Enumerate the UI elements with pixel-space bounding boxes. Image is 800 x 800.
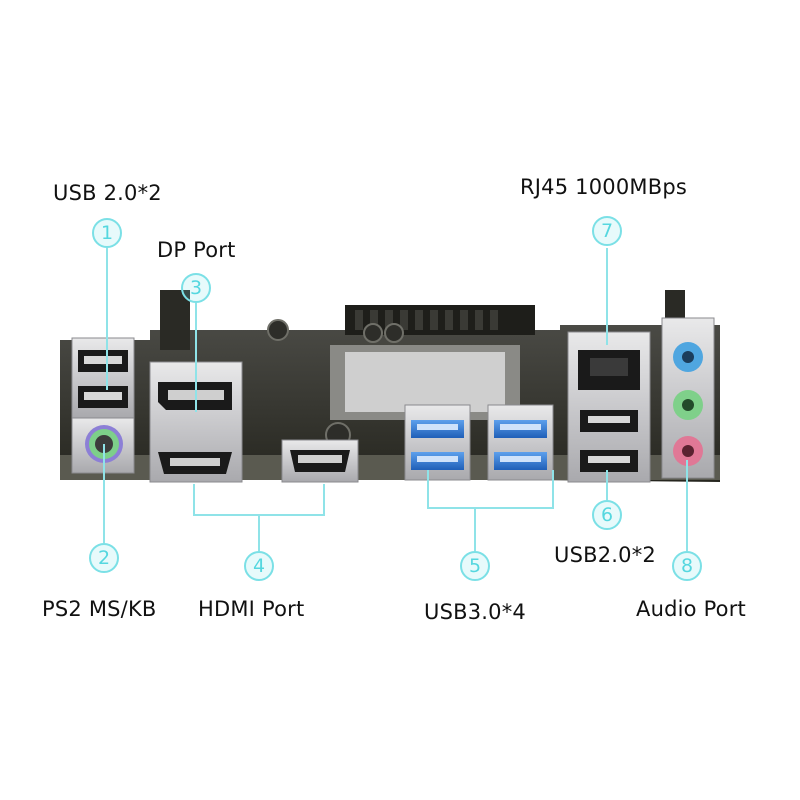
hdmi-port-2 <box>281 439 359 483</box>
callout-number-5: 5 <box>460 551 490 581</box>
callout-lines <box>103 248 688 551</box>
label-hdmi-port: HDMI Port <box>198 597 305 621</box>
label-rj45: RJ45 1000MBps <box>520 175 688 199</box>
usb2-left-stack <box>71 337 135 419</box>
label-usb3: USB3.0*4 <box>424 600 526 624</box>
label-usb2-right: USB2.0*2 <box>554 543 656 567</box>
callout-number-8: 8 <box>672 551 702 581</box>
callout-number-2: 2 <box>89 543 119 573</box>
callout-number-3: 3 <box>181 273 211 303</box>
usb3-ports <box>404 404 554 481</box>
label-dp-port: DP Port <box>157 238 236 262</box>
audio-jacks <box>661 317 715 479</box>
callout-number-7: 7 <box>592 216 622 246</box>
callout-number-1: 1 <box>92 218 122 248</box>
rj45-usb2-stack <box>567 331 651 483</box>
callout-number-6: 6 <box>592 500 622 530</box>
label-usb2-left: USB 2.0*2 <box>53 181 162 205</box>
label-ps2: PS2 MS/KB <box>42 597 157 621</box>
callout-number-4: 4 <box>244 551 274 581</box>
label-audio-port: Audio Port <box>636 597 746 621</box>
